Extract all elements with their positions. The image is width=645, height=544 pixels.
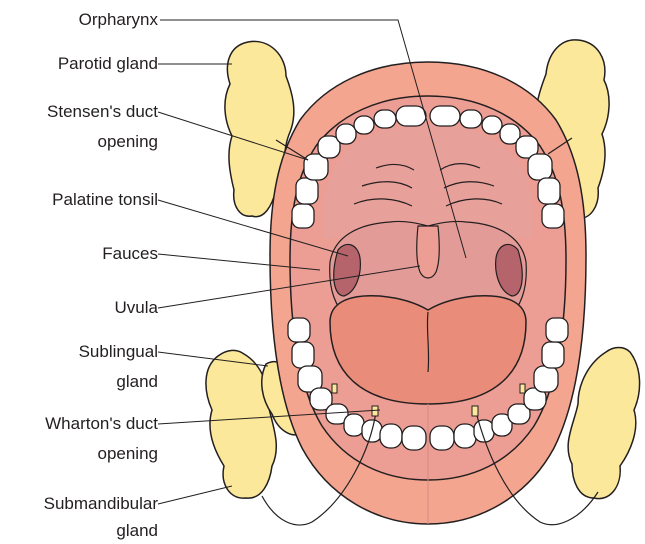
label-sublingual-gland: gland <box>0 371 158 393</box>
label-fauces: Fauces <box>0 243 158 265</box>
label-stensens-duct: Stensen's duct <box>0 101 158 123</box>
label-whartons-duct: Wharton's duct <box>0 413 158 435</box>
label-submandibular-gland: gland <box>0 520 158 542</box>
label-orpharynx: Orpharynx <box>8 9 158 31</box>
label-submandibular: Submandibular <box>0 493 158 515</box>
submandibular-gland-right <box>568 348 639 499</box>
label-parotid-gland: Parotid gland <box>8 53 158 75</box>
label-uvula: Uvula <box>0 297 158 319</box>
label-whartons-duct-opening: opening <box>0 443 158 465</box>
uvula <box>417 226 440 278</box>
label-stensens-duct-opening: opening <box>0 131 158 153</box>
label-sublingual: Sublingual <box>0 341 158 363</box>
leader-submandibular <box>158 486 232 504</box>
label-palatine-tonsil: Palatine tonsil <box>0 189 158 211</box>
